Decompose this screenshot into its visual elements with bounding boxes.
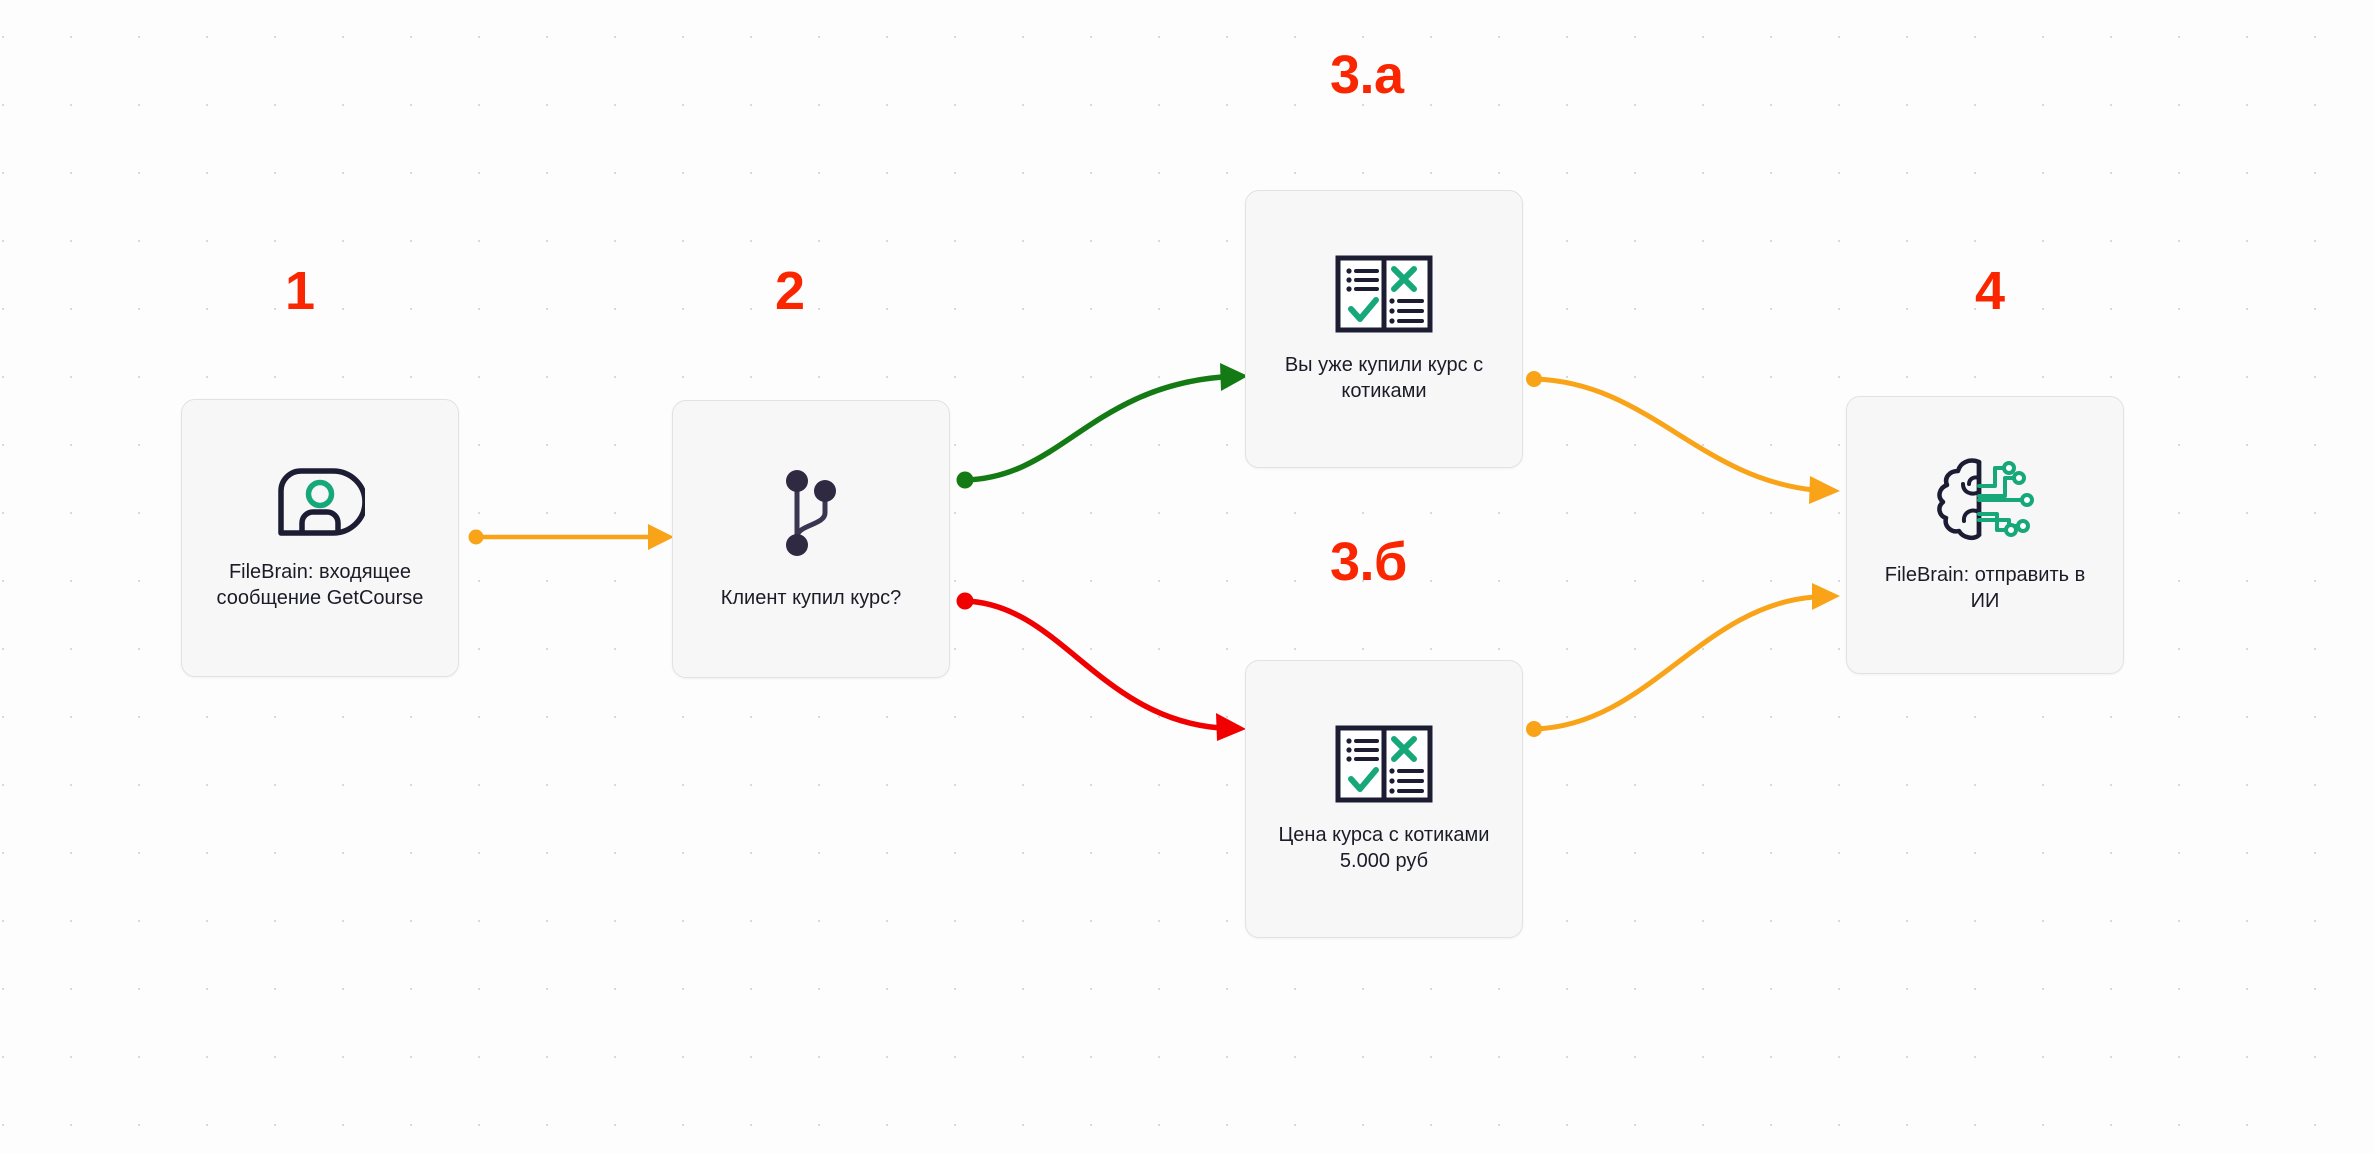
edge-price-to-ai[interactable] bbox=[1526, 583, 1840, 737]
edge-condition-no[interactable] bbox=[956, 592, 1247, 742]
node-label: FileBrain: входящее сообщение GetCourse bbox=[216, 560, 424, 609]
node-incoming-message[interactable]: FileBrain: входящее сообщение GetCourse bbox=[181, 399, 459, 677]
edge-incoming-to-condition[interactable] bbox=[468, 524, 675, 550]
node-label: Цена курса с котиками 5.000 руб bbox=[1278, 823, 1490, 872]
comparison-checklist-icon bbox=[1334, 254, 1434, 339]
edge-purchased-to-ai[interactable] bbox=[1526, 371, 1840, 504]
comparison-checklist-icon bbox=[1334, 724, 1434, 809]
node-label: Клиент купил курс? bbox=[720, 586, 902, 609]
node-answer-purchased[interactable]: Вы уже купили курс с котиками bbox=[1245, 190, 1523, 468]
step-number-3a: 3.a bbox=[1330, 45, 1404, 105]
step-number-3b: 3.б bbox=[1330, 532, 1407, 592]
node-send-to-ai[interactable]: FileBrain: отправить в ИИ bbox=[1846, 396, 2124, 674]
ai-brain-icon bbox=[1933, 456, 2037, 549]
edge-condition-yes[interactable] bbox=[956, 363, 1249, 489]
node-condition[interactable]: Клиент купил курс? bbox=[672, 400, 950, 678]
person-card-icon bbox=[275, 465, 368, 546]
step-number-4: 4 bbox=[1975, 261, 2005, 321]
node-label: FileBrain: отправить в ИИ bbox=[1884, 563, 2086, 612]
node-label: Вы уже купили курс с котиками bbox=[1284, 353, 1484, 402]
git-branch-icon bbox=[783, 467, 839, 564]
step-number-2: 2 bbox=[775, 261, 805, 321]
step-number-1: 1 bbox=[285, 261, 315, 321]
node-answer-price[interactable]: Цена курса с котиками 5.000 руб bbox=[1245, 660, 1523, 938]
